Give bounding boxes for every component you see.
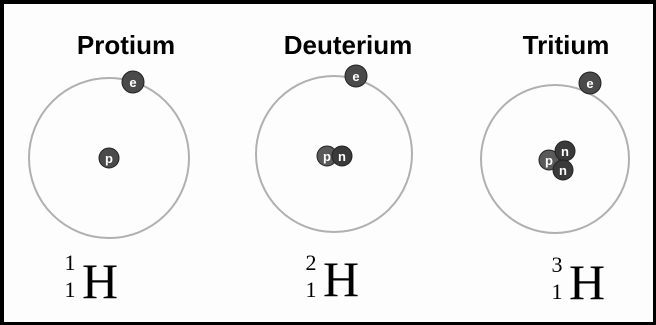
electron-label: e bbox=[129, 75, 136, 90]
deuterium-notation: 2 1 H bbox=[306, 250, 360, 307]
tritium-notation: 3 1 H bbox=[552, 252, 606, 310]
deuterium-panel: Deuterium e p n 2 1 H bbox=[255, 30, 413, 307]
electron-label: e bbox=[352, 69, 359, 84]
protium-atomic-number: 1 bbox=[65, 277, 76, 302]
protium-proton: p bbox=[98, 147, 120, 169]
tritium-orbit bbox=[480, 84, 630, 234]
deuterium-title: Deuterium bbox=[284, 30, 413, 60]
tritium-symbol: H bbox=[569, 254, 605, 310]
tritium-mass-number: 3 bbox=[552, 252, 563, 277]
tritium-electron: e bbox=[578, 71, 602, 95]
protium-notation: 1 1 H bbox=[65, 250, 119, 309]
electron-label: e bbox=[586, 76, 593, 91]
protium-orbit bbox=[28, 77, 190, 239]
protium-symbol: H bbox=[82, 253, 118, 309]
tritium-panel: Tritium e p n n 3 1 H bbox=[480, 30, 630, 310]
protium-panel: Protium e p 1 1 H bbox=[28, 30, 190, 309]
protium-title: Protium bbox=[77, 30, 175, 60]
neutron-label: n bbox=[338, 149, 346, 164]
deuterium-electron: e bbox=[344, 64, 368, 88]
tritium-title: Tritium bbox=[523, 30, 610, 60]
tritium-neutron-top: n bbox=[554, 140, 576, 162]
tritium-atomic-number: 1 bbox=[552, 279, 563, 304]
deuterium-mass-number: 2 bbox=[306, 250, 317, 275]
deuterium-atomic-number: 1 bbox=[306, 277, 317, 302]
protium-mass-number: 1 bbox=[65, 250, 76, 275]
proton-label: p bbox=[323, 149, 331, 164]
deuterium-orbit bbox=[255, 75, 413, 233]
proton-label: p bbox=[105, 151, 113, 166]
neutron-label: n bbox=[559, 163, 567, 178]
protium-electron: e bbox=[121, 70, 145, 94]
tritium-neutron-bottom: n bbox=[552, 159, 574, 181]
proton-label: p bbox=[545, 153, 553, 168]
neutron-label: n bbox=[561, 144, 569, 159]
deuterium-symbol: H bbox=[323, 251, 359, 307]
deuterium-neutron: n bbox=[331, 145, 353, 167]
